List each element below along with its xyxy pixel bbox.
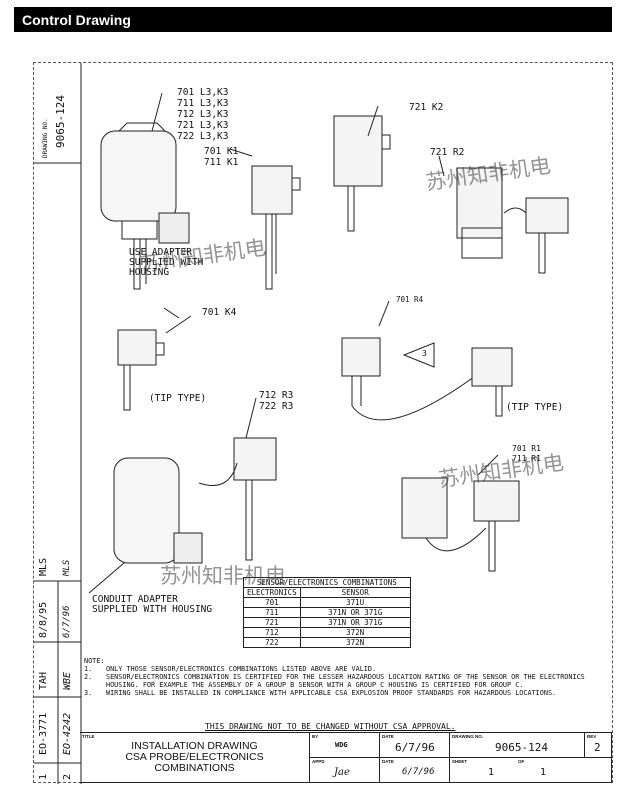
control-drawing-sheet: DRAWING NO. 9065-124 1 EO-3771 TAH 8/8/9…: [33, 62, 613, 784]
rev-1-date: 8/8/95: [38, 601, 49, 638]
table-cell: 701: [243, 597, 301, 608]
table-cell: 371U: [299, 597, 411, 608]
callout-721-r2: 721 R2: [430, 147, 465, 158]
table-cell: 711: [243, 607, 301, 618]
side-drawing-number: 9065-124: [54, 95, 67, 148]
table-cell: 372N: [299, 627, 411, 638]
table-header: SENSOR: [299, 587, 411, 598]
title-line: CSA PROBE/ELECTRONICS: [125, 751, 264, 763]
callout-tip-type-2: (TIP TYPE): [506, 402, 564, 413]
table-cell: 372N: [299, 637, 411, 648]
watermark: 苏州知非机电: [160, 564, 286, 588]
note-item: 2.SENSOR/ELECTRONICS COMBINATION IS CERT…: [84, 673, 585, 689]
side-drawing-no-label: DRAWING NO.: [42, 118, 49, 158]
callout-721-k2: 721 K2: [409, 102, 444, 113]
combinations-table: SENSOR/ELECTRONICS COMBINATIONS ELECTRON…: [243, 577, 411, 648]
callout-conduit-adapter: CONDUIT ADAPTER SUPPLIED WITH HOUSING: [92, 594, 213, 615]
rev-1: 1: [38, 773, 49, 780]
table-cell: 371N OR 371G: [299, 607, 411, 618]
drawn-date: 6/7/96: [395, 741, 435, 754]
approved-by: Jae: [334, 767, 350, 778]
callout-701-k1: 701 K1: [204, 146, 239, 157]
callout-tip-type-1: (TIP TYPE): [149, 393, 207, 404]
rev-2-appd: MLS: [62, 559, 72, 576]
rev-1-appd: MLS: [38, 557, 49, 576]
title-block: TITLE INSTALLATION DRAWING CSA PROBE/ELE…: [80, 732, 612, 783]
table-cell: 371N OR 371G: [299, 617, 411, 628]
rev-2-eo: EO-4242: [62, 712, 73, 755]
revision: 2: [594, 741, 601, 754]
callout-711-l3: 711 L3,K3: [177, 98, 229, 109]
note-item: 1.ONLY THOSE SENSOR/ELECTRONICS COMBINAT…: [84, 665, 377, 673]
table-cell: 722: [243, 637, 301, 648]
rev-1-by: TAH: [38, 671, 49, 690]
callout-adapter: USE ADAPTER SUPPLIED WITH HOUSING: [129, 247, 204, 278]
rev-2: 2: [62, 773, 73, 780]
callout-722-r3: 722 R3: [259, 401, 294, 412]
callout-701-k4: 701 K4: [202, 307, 237, 318]
sheet-total: 1: [540, 767, 547, 778]
callout-701-r1: 701 R1: [512, 444, 541, 453]
note-3-triangle: 3: [422, 349, 427, 358]
csa-approval-notice: THIS DRAWING NOT TO BE CHANGED WITHOUT C…: [205, 722, 456, 731]
approved-date: 6/7/96: [402, 767, 435, 777]
title-line: INSTALLATION DRAWING: [131, 740, 258, 752]
title-line: COMBINATIONS: [154, 762, 235, 774]
table-cell: 721: [243, 617, 301, 628]
drawing-artwork: [34, 63, 569, 784]
rev-1-eo: EO-3771: [38, 712, 49, 755]
callout-712-r3: 712 R3: [259, 390, 294, 401]
title-cell: TITLE INSTALLATION DRAWING CSA PROBE/ELE…: [80, 733, 310, 783]
callout-722-l3: 722 L3,K3: [177, 131, 229, 142]
table-cell: 712: [243, 627, 301, 638]
callout-712-l3: 712 L3,K3: [177, 109, 229, 120]
page-header: Control Drawing: [14, 7, 612, 32]
note-item: 3.WIRING SHALL BE INSTALLED IN COMPLIANC…: [84, 689, 557, 697]
rev-2-by: WBE: [62, 671, 73, 690]
callout-721-l3: 721 L3,K3: [177, 120, 229, 131]
sheet-number: 1: [488, 767, 495, 778]
notes-heading: NOTE:: [84, 657, 105, 665]
notes: NOTE: 1.ONLY THOSE SENSOR/ELECTRONICS CO…: [84, 657, 604, 697]
drawing-number: 9065-124: [495, 741, 548, 754]
callout-701-r4: 701 R4: [396, 295, 424, 304]
callout-711-k1: 711 K1: [204, 157, 239, 168]
callout-701-l3: 701 L3,K3: [177, 87, 229, 98]
callout-711-r1: 711 R1: [512, 454, 541, 463]
rev-2-date: 6/7/96: [62, 605, 72, 638]
drawn-by: WDG: [335, 741, 348, 749]
